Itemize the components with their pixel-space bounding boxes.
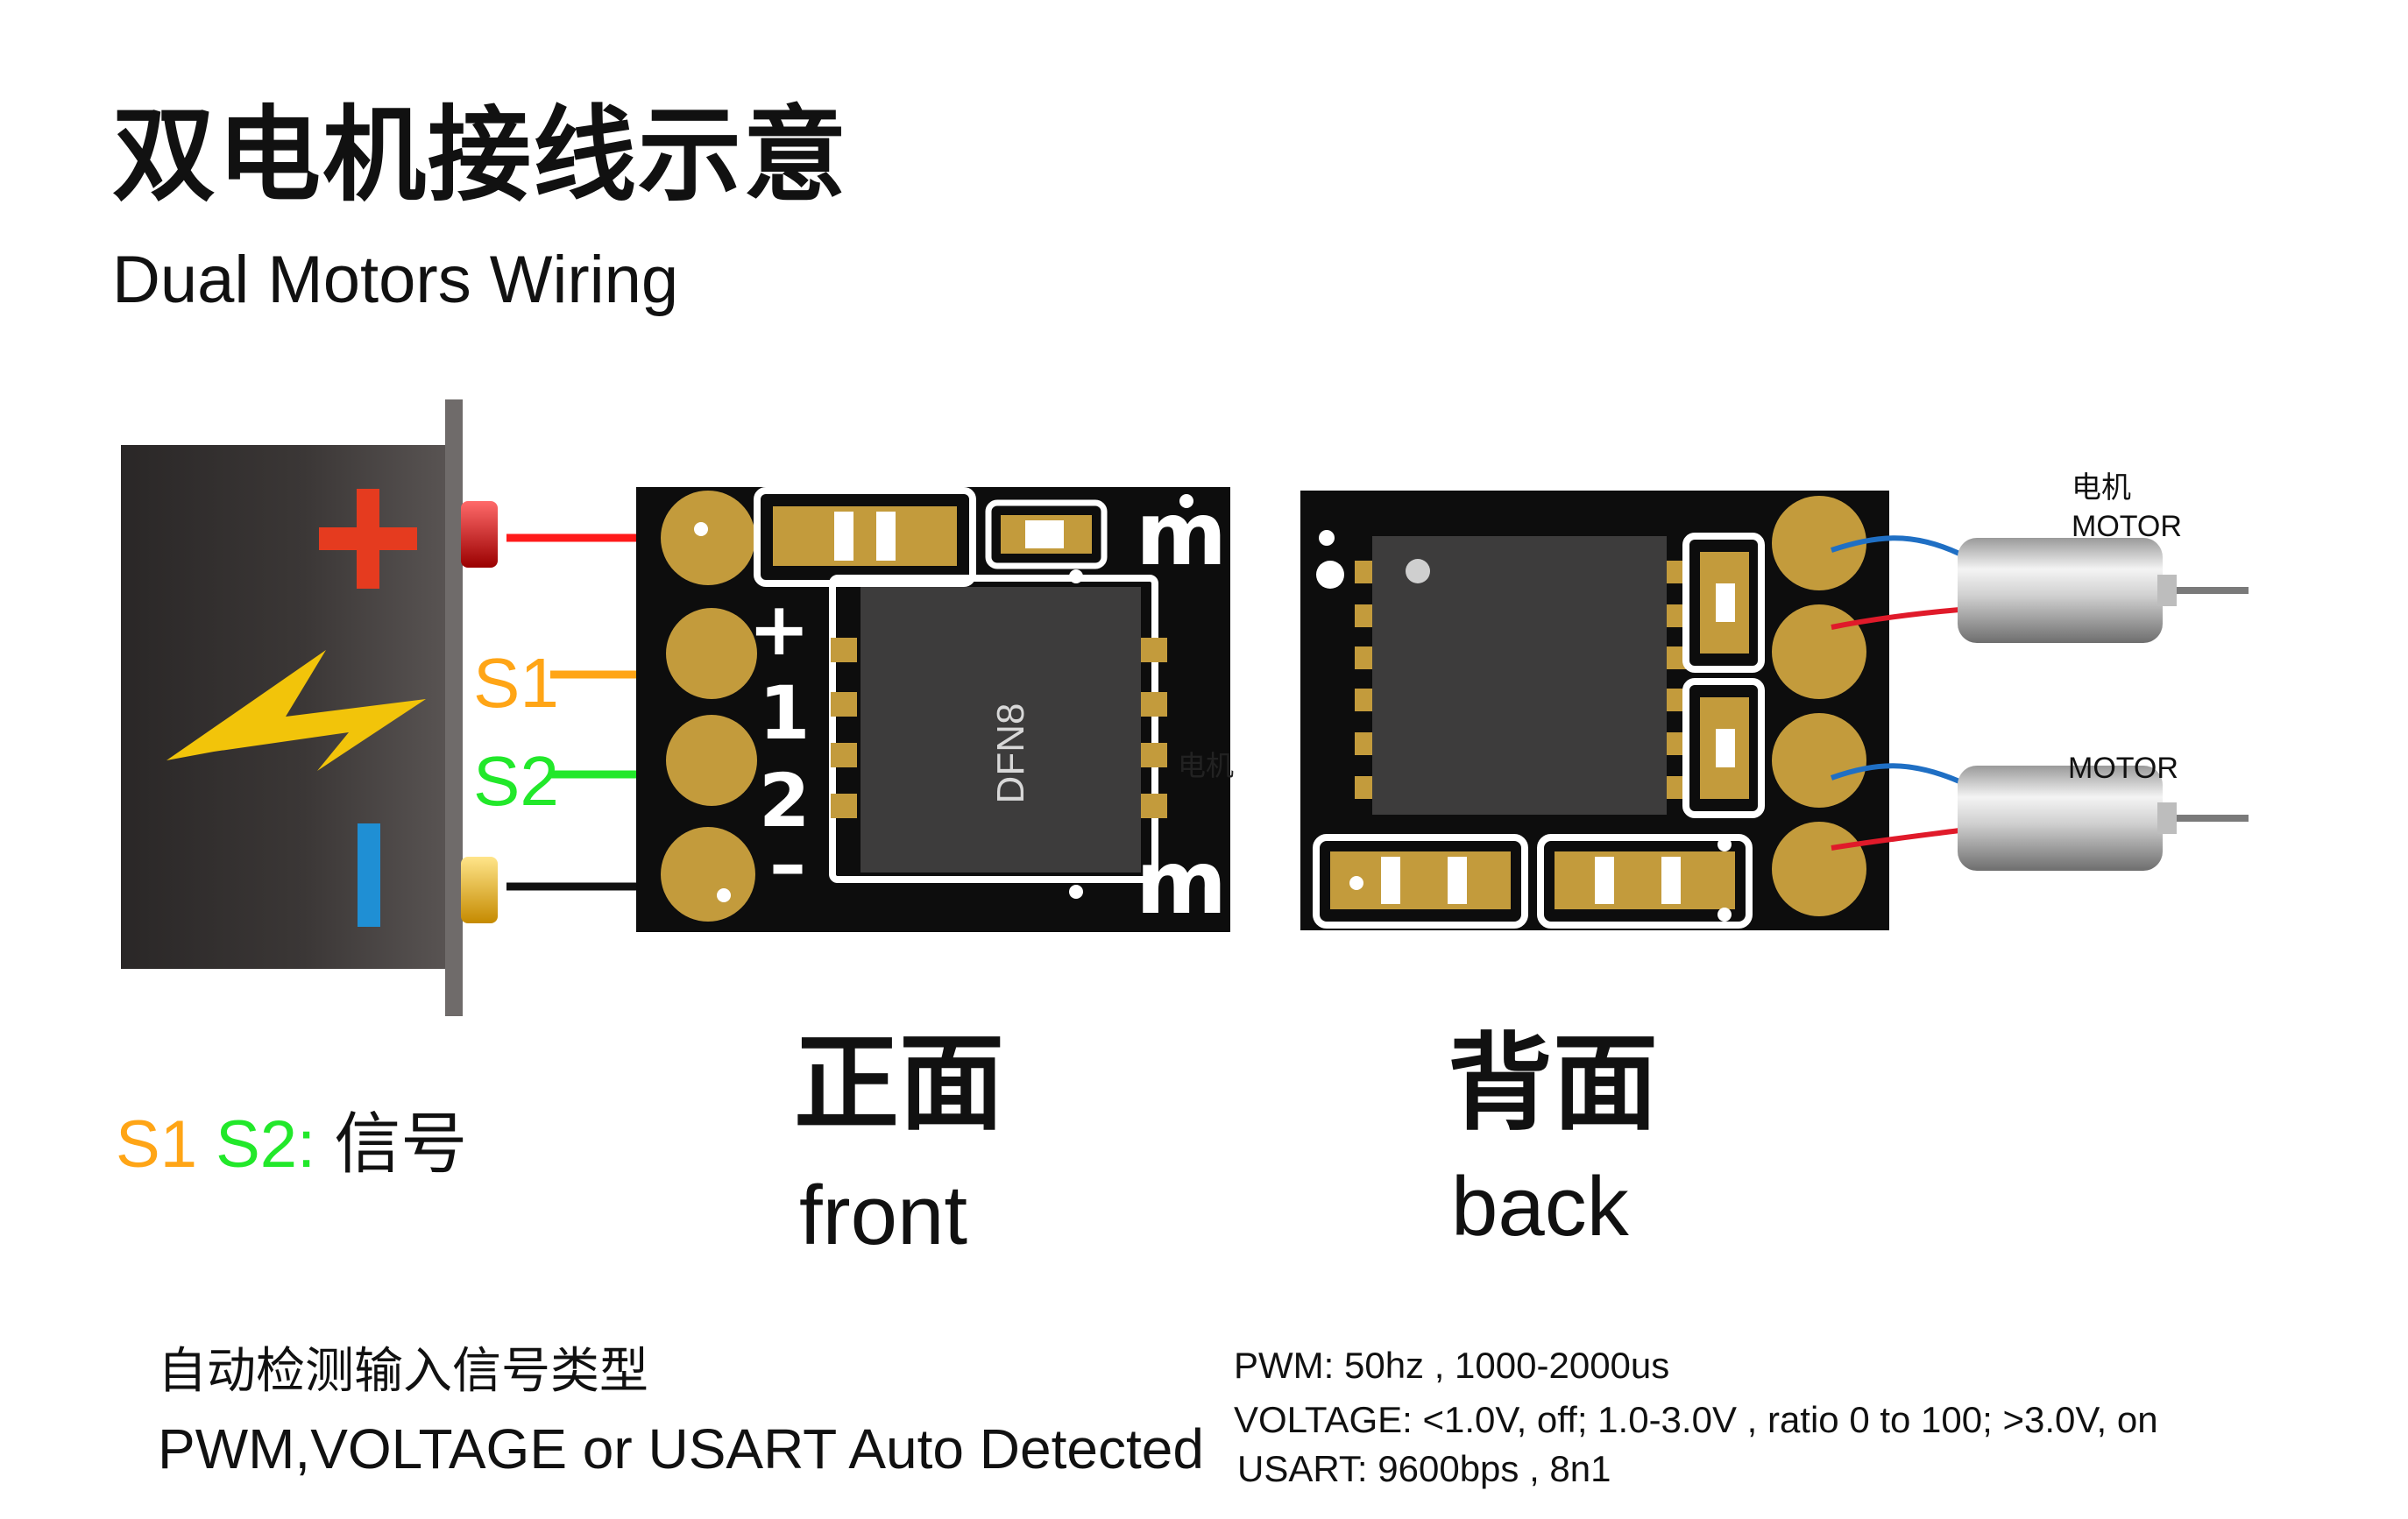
spec-voltage: VOLTAGE: <1.0V, off; 1.0-3.0V , ratio 0 … [1234,1399,2158,1440]
motor-top-body [1958,538,2163,643]
front-caption-en: front [799,1169,968,1262]
front-stray-label: 电机 [1178,749,1235,782]
title-english: Dual Motors Wiring [112,243,679,317]
motor-bottom [1958,766,2249,871]
battery [121,399,498,1016]
motor2-pad-b [1772,822,1866,916]
title-chinese: 双电机接线示意 [112,95,849,215]
pad-s2 [666,715,757,806]
front-pad-label-minus: – [769,821,806,907]
motor-bottom-label-en: MOTOR [2068,752,2178,785]
front-m-bottom: m [1136,831,1228,934]
motor-top-label-cn: 电机 [2072,471,2131,505]
motor-bottom-shaft [2177,815,2249,822]
front-m-top: m [1136,483,1228,585]
spec-pwm: PWM: 50hz , 1000-2000us [1234,1345,1670,1386]
dfn8-chip [861,587,1141,873]
legend-s2: S2: [216,1107,316,1182]
motor2-pad-a [1772,713,1866,808]
motor1-pad-a [1772,496,1866,590]
positive-terminal [461,501,498,568]
lightning-bolt-icon [166,650,426,771]
negative-terminal [461,857,498,923]
back-capacitor-2 [1555,851,1735,909]
chip-label: DFN8 [989,703,1032,804]
chip-pins-left [831,638,857,818]
s2-label: S2 [473,742,559,820]
minus-sign-icon [358,823,380,927]
back-board [1300,491,1889,930]
auto-detect-cn: 自动检测输入信号类型 [158,1343,648,1400]
chip-pins-right [1141,638,1167,818]
auto-detect-en: PWM,VOLTAGE or USART Auto Detected [158,1417,1204,1480]
pad-negative [661,827,755,922]
legend-meaning: 信号 [334,1105,468,1183]
pad-positive [661,491,755,585]
motor-wires [1830,535,1961,851]
front-pad-label-2: 2 [759,758,811,844]
front-board [636,487,1230,932]
pad-s1 [666,608,757,699]
motor-top-label-en: MOTOR [2072,510,2182,543]
motor-top-shaft [2177,587,2249,594]
legend-s1: S1 [116,1107,197,1182]
signal-legend: S1 S2: 信号 [116,1111,467,1178]
front-pad-label-plus: + [748,586,811,672]
back-caption-en: back [1451,1160,1629,1254]
top-capacitor [773,506,957,566]
spec-usart: USART: 9600bps , 8n1 [1237,1448,1611,1489]
motor1-pad-b [1772,604,1866,699]
back-caption-cn: 背面 [1448,1023,1658,1145]
battery-edge [445,399,463,1016]
front-pad-label-1: 1 [759,670,811,756]
front-caption-cn: 正面 [794,1023,1004,1145]
motor-bottom-body [1958,766,2163,871]
motor-top [1958,538,2249,643]
s1-label: S1 [473,644,559,722]
